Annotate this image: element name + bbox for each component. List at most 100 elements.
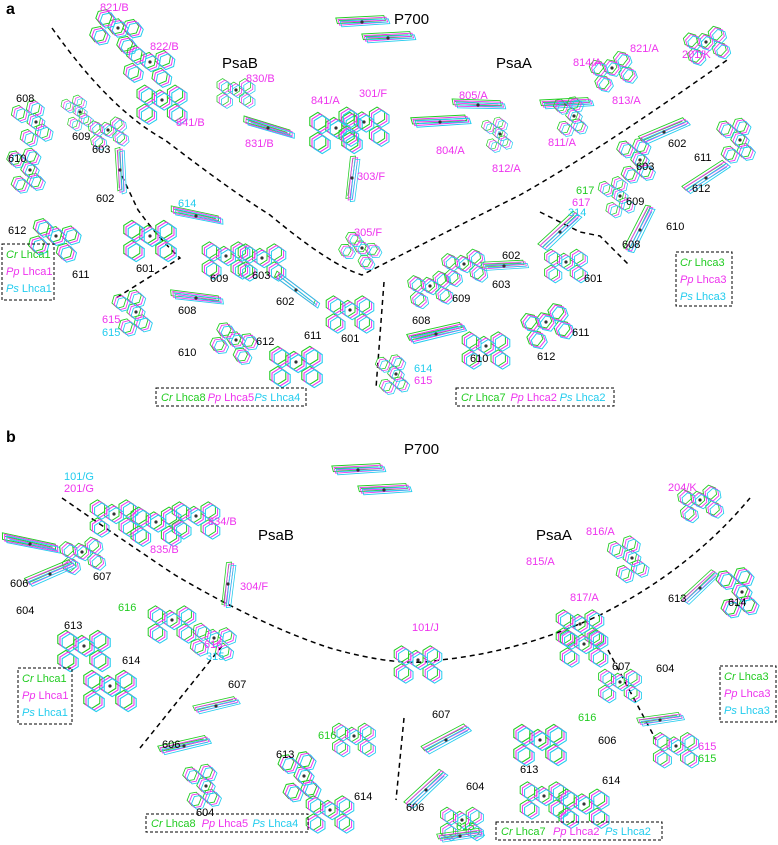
chlorophyll-glyph <box>615 137 658 185</box>
residue-label: 201/K <box>682 49 711 61</box>
chlorophyll-glyph <box>269 345 323 389</box>
residue-label: 610 <box>8 153 26 165</box>
residue-label: 815/A <box>526 556 555 568</box>
chlorophyll-glyph <box>171 501 221 540</box>
chlorophyll-glyph <box>551 95 590 138</box>
residue-label: 834/B <box>208 516 237 528</box>
residue-label: 805/A <box>459 90 488 102</box>
residue-label: 817/A <box>570 592 599 604</box>
chlorophyll-glyph <box>336 229 385 273</box>
residue-label: 811/A <box>548 137 577 149</box>
header-psaa-b: PsaA <box>536 527 572 544</box>
chlorophyll-glyph <box>216 78 256 109</box>
residue-label: 611 <box>694 152 712 164</box>
header-p700-b: P700 <box>404 441 439 458</box>
residue-label: 607 <box>93 571 111 583</box>
residue-label: 804/A <box>436 145 465 157</box>
residue-label: 615 <box>456 821 474 833</box>
residue-label: 611 <box>304 330 322 342</box>
residue-label: 604 <box>16 605 34 617</box>
legend-entry: Pp Lhca2 <box>553 826 600 838</box>
residue-label: 609 <box>626 196 644 208</box>
chlorophyll-glyph <box>5 147 48 195</box>
chlorophyll-glyph <box>331 463 387 476</box>
chlorophyll-glyph <box>335 15 391 28</box>
chlorophyll-glyph <box>479 115 515 154</box>
chlorophyll-glyph <box>587 48 640 95</box>
chlorophyll-glyph <box>89 499 139 538</box>
residue-label: 613 <box>64 620 82 632</box>
residue-label: 814/A <box>573 57 602 69</box>
chlorophyll-glyph <box>637 116 692 146</box>
legend-entry: Ps Lhca3 <box>724 705 770 717</box>
residue-label: 613 <box>520 764 538 776</box>
residue-label: 612 <box>8 225 26 237</box>
legend-entry: Ps Lhca1 <box>6 283 52 295</box>
legend-entry: Pp Lhca5 <box>202 818 249 830</box>
legend-entry: Pp Lhca3 <box>680 274 727 286</box>
residue-label: 606 <box>10 578 28 590</box>
residue-label: 601 <box>584 273 602 285</box>
chlorophyll-glyph <box>636 711 686 727</box>
header-psab-a: PsaB <box>222 55 258 72</box>
chlorophyll-glyph <box>83 669 137 713</box>
chlorophyll-glyph <box>192 695 242 715</box>
residue-label: 610 <box>470 353 488 365</box>
residue-label: 835/B <box>150 544 179 556</box>
chlorophyll-glyph <box>436 827 486 843</box>
chlorophyll-glyph <box>123 219 177 263</box>
chlorophyll-glyph <box>109 288 155 338</box>
chlorophyll-glyph <box>405 321 468 345</box>
residue-label: 608 <box>178 305 196 317</box>
residue-label: 821/B <box>100 2 129 14</box>
panel-letter-a: a <box>6 1 15 18</box>
chlorophyll-glyph <box>678 568 722 606</box>
chlorophyll-glyph <box>114 147 127 195</box>
chlorophyll-glyph <box>555 609 605 648</box>
chlorophyll-glyph <box>338 106 390 147</box>
residue-label: 601 <box>136 263 154 275</box>
residue-label: 604 <box>656 663 674 675</box>
chlorophyll-glyph <box>406 269 455 311</box>
chlorophyll-glyph <box>26 216 83 265</box>
residue-label: 604 <box>196 807 214 819</box>
legend-entry: Ps Lhca4 <box>254 392 300 404</box>
residue-label: 610 <box>666 221 684 233</box>
legend-entry: Ps Lhca2 <box>560 392 606 404</box>
residue-label: 601 <box>341 333 359 345</box>
chlorophyll-glyph <box>544 248 588 284</box>
legend-entry: Cr Lhca7 <box>461 392 506 404</box>
chlorophyll-glyph <box>0 529 62 558</box>
chlorophyll-glyph <box>342 154 363 203</box>
chlorophyll-glyph <box>59 93 96 133</box>
residue-label: 603 <box>492 279 510 291</box>
chlorophyll-glyph <box>680 159 733 195</box>
chlorophyll-glyph <box>598 668 642 704</box>
residue-label: 616 <box>318 730 336 742</box>
header-p700-a: P700 <box>394 11 429 28</box>
residue-label: 608 <box>412 315 430 327</box>
residue-label: 812/A <box>492 163 521 175</box>
chlorophyll-glyph <box>136 84 188 125</box>
residue-label: 606 <box>598 735 616 747</box>
header-psaa-a: PsaA <box>496 55 532 72</box>
chlorophyll-glyph <box>87 6 146 58</box>
residue-label: 841/B <box>176 117 205 129</box>
residue-label: 101/G <box>64 471 94 483</box>
residue-label: 608 <box>16 93 34 105</box>
chlorophyll-glyph <box>181 763 224 811</box>
chlorophyll-glyph <box>156 734 213 756</box>
chlorophyll-glyph <box>714 566 761 620</box>
chlorophyll-glyph <box>332 722 376 758</box>
chlorophyll-glyph <box>23 558 78 588</box>
residue-label: 616 <box>204 639 222 651</box>
chlorophyll-glyph <box>169 203 225 228</box>
residue-label: 614 <box>602 775 620 787</box>
residue-label: 603 <box>636 161 654 173</box>
chlorophyll-glyph <box>595 174 638 220</box>
chlorophyll-glyph <box>440 806 484 842</box>
